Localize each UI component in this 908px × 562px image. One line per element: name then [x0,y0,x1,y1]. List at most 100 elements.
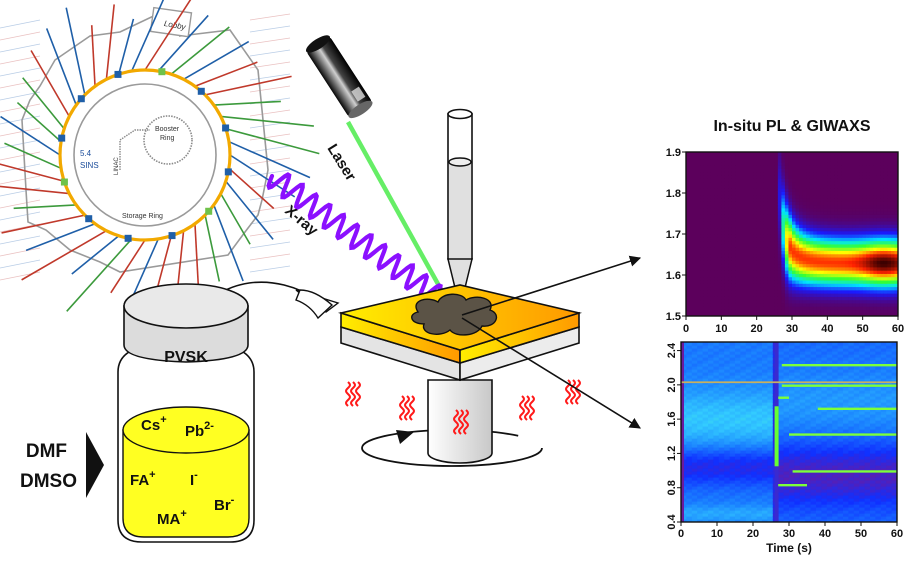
pl-cell [686,211,691,215]
pl-cell [756,256,761,261]
giwaxs-cell [794,450,801,454]
pl-cell [700,211,705,215]
pl-cell [873,207,878,212]
pl-cell [767,302,772,307]
pl-cell [876,247,881,251]
pl-cell [703,237,708,242]
giwaxs-cell [740,372,747,376]
pl-cell [770,152,775,156]
giwaxs-cell [697,366,704,370]
pl-cell [869,237,874,242]
ion-i: I- [190,469,198,489]
pl-cell [714,158,719,163]
pl-cell [728,204,733,209]
giwaxs-cell [740,453,747,457]
giwaxs-cell [789,396,795,400]
pl-cell [827,256,832,261]
pl-cell [834,201,839,206]
heat-wave [518,395,526,421]
pl-cell [876,204,881,209]
giwaxs-cell [767,396,774,400]
pl-cell [770,253,775,258]
pl-cell [820,270,825,274]
pl-cell [799,217,804,222]
pl-cell [830,155,835,160]
giwaxs-cell [778,366,785,370]
pl-cell [880,270,885,274]
pl-cell [689,188,694,192]
giwaxs-cell [789,459,795,463]
giwaxs-cell [686,480,693,484]
pl-cell [735,237,740,242]
pl-cell [686,270,691,274]
pl-cell [813,158,818,163]
giwaxs-cell [724,462,731,466]
pl-cell [866,240,871,245]
pl-cell [845,234,850,238]
pl-cell [717,240,722,245]
giwaxs-cell [735,516,741,520]
pl-cell [760,253,765,258]
pl-cell [707,174,712,179]
giwaxs-cell [724,444,731,448]
pl-cell [721,171,726,176]
giwaxs-cell [691,378,698,382]
pl-cell [845,201,850,206]
giwaxs-cell [708,471,714,475]
faint-line [249,13,291,21]
giwaxs-cell [718,495,725,499]
pl-cell [894,283,898,288]
giwaxs-cell [735,486,741,490]
pl-cell [767,312,772,316]
pl-cell [862,158,867,163]
ring-node [60,178,68,186]
pl-cell [869,191,874,196]
pl-cell [890,250,896,255]
pl-cell [777,197,782,202]
pl-cell [806,270,811,274]
pl-cell [756,211,761,215]
giwaxs-cell [767,453,774,457]
giwaxs-cell [729,345,736,349]
giwaxs-cell [756,372,763,376]
pl-cell [887,181,892,186]
pl-cell [841,204,846,209]
giwaxs-cell [718,459,725,463]
giwaxs-cell [686,414,693,418]
giwaxs-cell [767,411,774,415]
pl-cell [837,237,843,242]
giwaxs-cell [762,498,768,502]
pl-cell [813,312,818,316]
pl-cell [756,306,761,311]
pl-cell [876,263,881,268]
pl-cell [802,168,807,173]
pl-cell [746,306,751,311]
pl-cell [731,243,737,248]
giwaxs-cell [729,468,736,472]
pl-cell [827,178,832,183]
pl-cell [714,174,719,179]
pl-cell [724,224,729,229]
pl-cell [753,276,758,281]
giwaxs-cell [745,459,752,463]
pl-cell [841,227,846,232]
pl-cell [837,247,843,251]
pl-cell [753,197,758,202]
pl-cell [855,309,860,314]
pl-cell [707,247,712,251]
pl-cell [749,191,754,196]
pl-cell [869,181,874,186]
giwaxs-cell [832,435,839,439]
pl-cell [799,204,804,209]
pl-cell [774,283,779,288]
pl-cell [837,181,843,186]
pl-cell [869,263,874,268]
pl-cell [830,266,835,271]
giwaxs-cell [816,501,822,505]
pl-cell [777,263,782,268]
pl-cell [823,207,828,212]
pl-cell [724,302,729,307]
pl-cell [802,302,807,307]
faint-line [0,79,41,89]
pl-cell [841,296,846,301]
